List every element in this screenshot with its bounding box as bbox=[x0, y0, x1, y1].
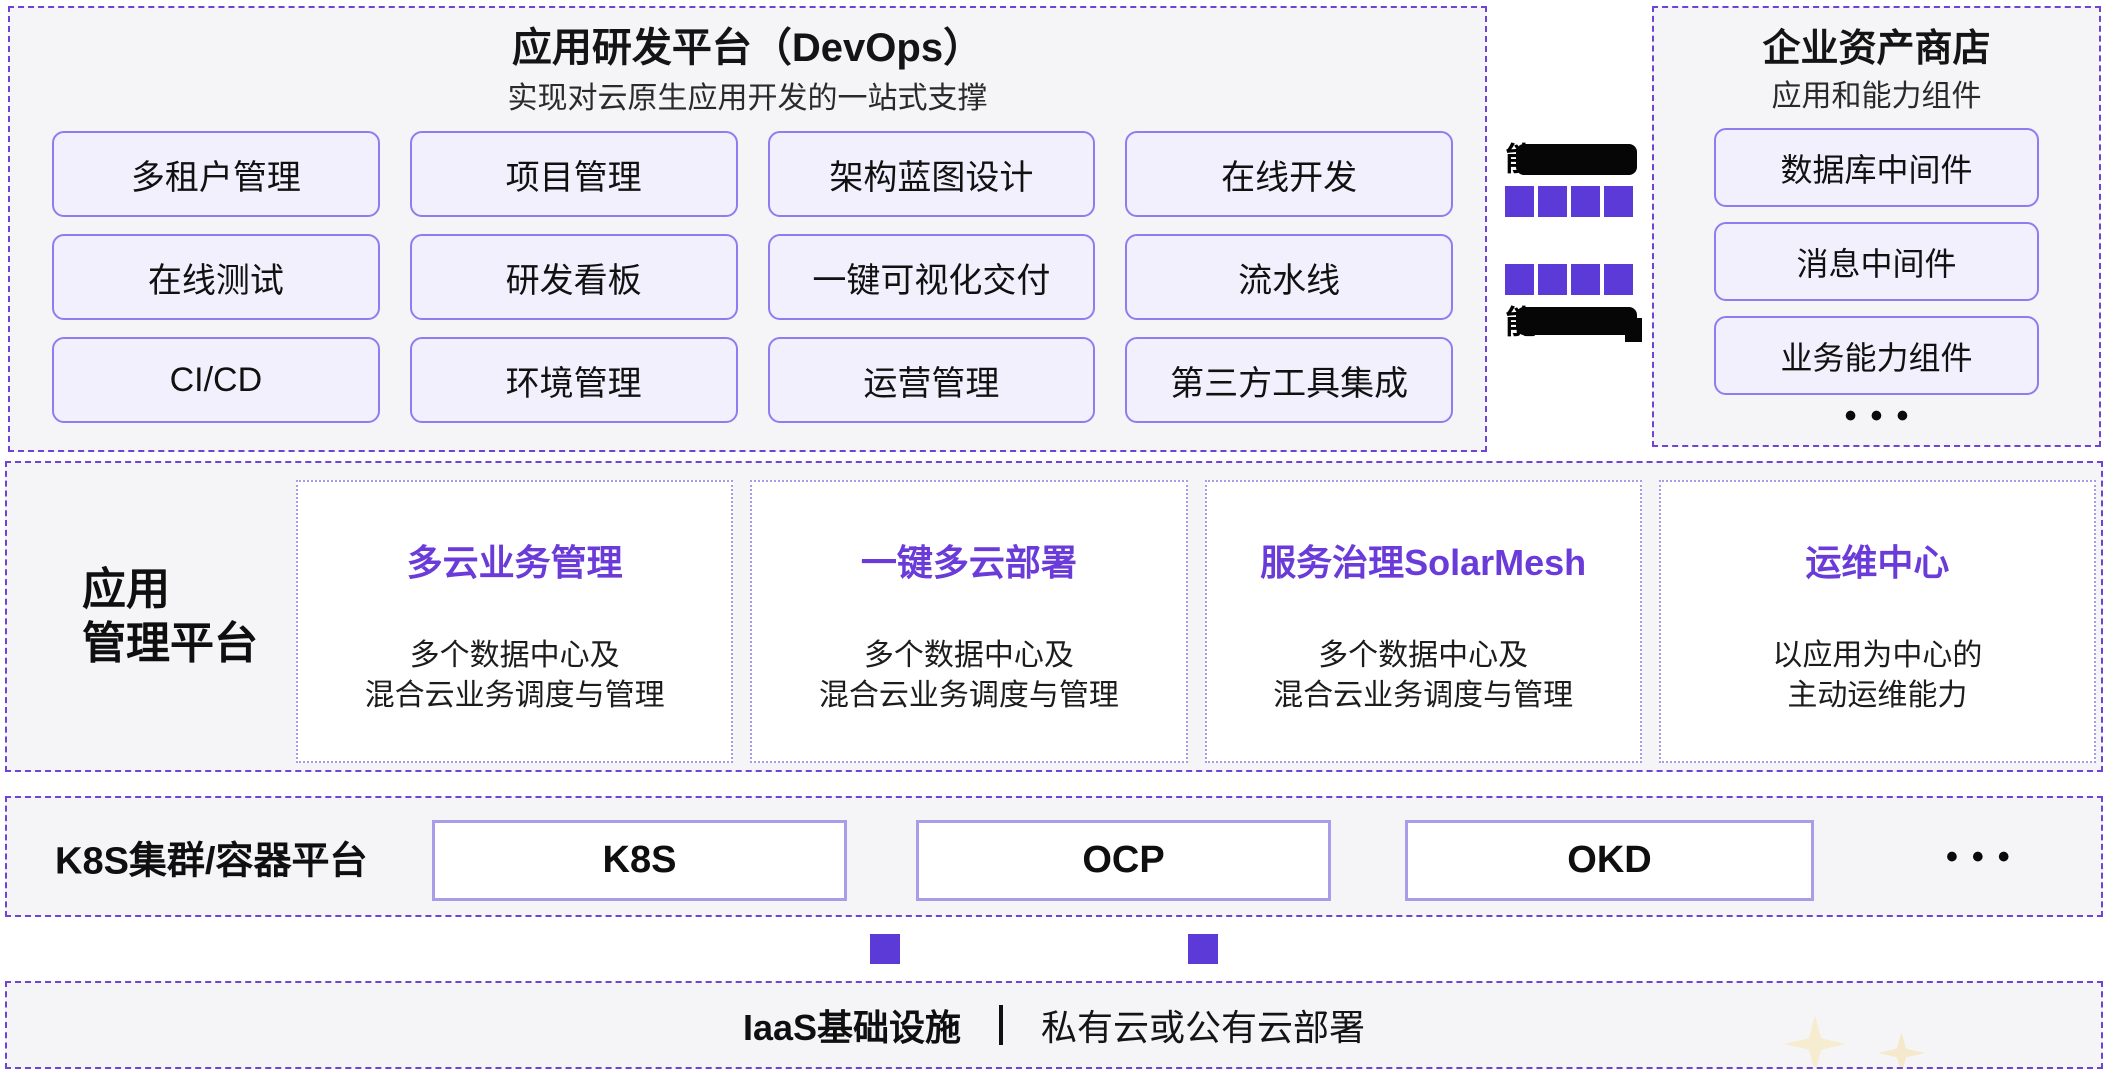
sparkle-icon bbox=[1784, 1015, 1846, 1067]
card-title: 一键多云部署 bbox=[860, 542, 1077, 583]
module-chip-multi-tenant: 多租户管理 bbox=[52, 131, 380, 217]
redaction-fragment bbox=[1625, 318, 1642, 342]
devops-panel-subtitle: 实现对云原生应用开发的一站式支撑 bbox=[507, 82, 988, 115]
container-platform-band: K8S集群/容器平台 K8S OCP OKD ••• bbox=[5, 796, 2103, 917]
devops-panel-title: 应用研发平台（DevOps） bbox=[511, 26, 984, 70]
platform-item-ocp: OCP bbox=[916, 820, 1331, 901]
platform-item-okd: OKD bbox=[1405, 820, 1814, 901]
asset-store-title: 企业资产商店 bbox=[1762, 28, 1991, 70]
card-desc-line1: 多个数据中心及 bbox=[863, 639, 1074, 672]
card-description: 以应用为中心的 主动运维能力 bbox=[1661, 636, 2094, 716]
container-platform-label: K8S集群/容器平台 bbox=[55, 840, 368, 882]
pixel-square-icon bbox=[1505, 186, 1534, 217]
connector-square-icon bbox=[870, 934, 900, 964]
card-title: 服务治理SolarMesh bbox=[1260, 542, 1587, 583]
capability-label-top: 能 bbox=[1505, 141, 1637, 177]
asset-store-panel: 企业资产商店 应用和能力组件 数据库中间件 消息中间件 业务能力组件 ••• bbox=[1652, 6, 2101, 447]
asset-item-database-middleware: 数据库中间件 bbox=[1714, 128, 2039, 207]
app-management-band: 应用 管理平台 多云业务管理 多个数据中心及 混合云业务调度与管理 一键多云部署… bbox=[5, 461, 2103, 772]
app-management-label-line1: 应用 bbox=[82, 564, 170, 614]
module-chip-ops-mgmt: 运营管理 bbox=[767, 337, 1096, 423]
divider-bar bbox=[999, 1005, 1004, 1045]
devops-module-grid: 多租户管理 项目管理 架构蓝图设计 在线开发 在线测试 研发看板 一键可视化交付… bbox=[52, 131, 1453, 423]
iaas-band: IaaS基础设施 私有云或公有云部署 bbox=[5, 981, 2103, 1069]
pixel-square-icon bbox=[1538, 264, 1567, 295]
card-desc-line2: 混合云业务调度与管理 bbox=[1273, 679, 1574, 712]
platform-item-k8s: K8S bbox=[432, 820, 847, 901]
module-chip-dev-kanban: 研发看板 bbox=[409, 234, 738, 320]
redaction-bar bbox=[1516, 144, 1637, 175]
pixel-square-icon bbox=[1571, 186, 1600, 217]
module-chip-project-mgmt: 项目管理 bbox=[409, 131, 738, 217]
module-chip-visual-delivery: 一键可视化交付 bbox=[767, 234, 1096, 320]
card-desc-line1: 多个数据中心及 bbox=[409, 639, 620, 672]
card-title: 运维中心 bbox=[1805, 542, 1950, 583]
devops-platform-panel: 应用研发平台（DevOps） 实现对云原生应用开发的一站式支撑 多租户管理 项目… bbox=[8, 6, 1487, 452]
connector-square-icon bbox=[1188, 934, 1218, 964]
pixel-square-icon bbox=[1604, 186, 1633, 217]
sparkle-icon bbox=[1878, 1032, 1925, 1067]
asset-store-items: 数据库中间件 消息中间件 业务能力组件 bbox=[1714, 128, 2039, 395]
asset-item-business-capability: 业务能力组件 bbox=[1714, 316, 2039, 395]
asset-item-message-middleware: 消息中间件 bbox=[1714, 222, 2039, 301]
card-title: 多云业务管理 bbox=[406, 542, 623, 583]
card-desc-line1: 以应用为中心的 bbox=[1772, 639, 1983, 672]
app-management-label: 应用 管理平台 bbox=[82, 563, 258, 671]
card-desc-line1: 多个数据中心及 bbox=[1318, 639, 1529, 672]
module-chip-blueprint-design: 架构蓝图设计 bbox=[767, 131, 1096, 217]
capability-label-bottom: 能 bbox=[1505, 304, 1642, 342]
card-ops-center: 运维中心 以应用为中心的 主动运维能力 bbox=[1658, 480, 2096, 763]
card-service-governance-solarmesh: 服务治理SolarMesh 多个数据中心及 混合云业务调度与管理 bbox=[1204, 480, 1642, 763]
card-multicloud-business: 多云业务管理 多个数据中心及 混合云业务调度与管理 bbox=[296, 480, 734, 763]
pixel-square-icon bbox=[1571, 264, 1600, 295]
card-desc-line2: 主动运维能力 bbox=[1787, 679, 1968, 712]
card-one-click-deploy: 一键多云部署 多个数据中心及 混合云业务调度与管理 bbox=[750, 480, 1188, 763]
card-desc-line2: 混合云业务调度与管理 bbox=[818, 679, 1119, 712]
asset-store-subtitle: 应用和能力组件 bbox=[1771, 80, 1982, 113]
pixel-square-icon bbox=[1505, 264, 1534, 295]
asset-store-ellipsis: ••• bbox=[1844, 397, 1923, 435]
module-chip-online-test: 在线测试 bbox=[52, 234, 380, 320]
card-desc-line2: 混合云业务调度与管理 bbox=[364, 679, 665, 712]
module-chip-cicd: CI/CD bbox=[52, 337, 380, 423]
pixel-square-icon bbox=[1604, 264, 1633, 295]
module-chip-online-dev: 在线开发 bbox=[1125, 131, 1453, 217]
redaction-bar bbox=[1516, 307, 1637, 335]
module-chip-third-party: 第三方工具集成 bbox=[1125, 337, 1453, 423]
iaas-subtitle: 私有云或公有云部署 bbox=[1041, 1007, 1366, 1048]
card-description: 多个数据中心及 混合云业务调度与管理 bbox=[298, 636, 731, 716]
pixel-arrow-row-top bbox=[1505, 186, 1633, 217]
container-platform-ellipsis: ••• bbox=[1946, 837, 2024, 876]
app-management-label-line2: 管理平台 bbox=[82, 618, 258, 668]
pixel-arrow-row-bottom bbox=[1505, 264, 1633, 295]
capability-link-strip: 能 能 bbox=[1489, 140, 1665, 342]
pixel-square-icon bbox=[1538, 186, 1567, 217]
iaas-title: IaaS基础设施 bbox=[742, 1007, 962, 1048]
card-description: 多个数据中心及 混合云业务调度与管理 bbox=[752, 636, 1185, 716]
app-management-cards: 多云业务管理 多个数据中心及 混合云业务调度与管理 一键多云部署 多个数据中心及… bbox=[296, 480, 2096, 763]
module-chip-pipeline: 流水线 bbox=[1125, 234, 1453, 320]
card-description: 多个数据中心及 混合云业务调度与管理 bbox=[1207, 636, 1640, 716]
module-chip-env-mgmt: 环境管理 bbox=[409, 337, 738, 423]
